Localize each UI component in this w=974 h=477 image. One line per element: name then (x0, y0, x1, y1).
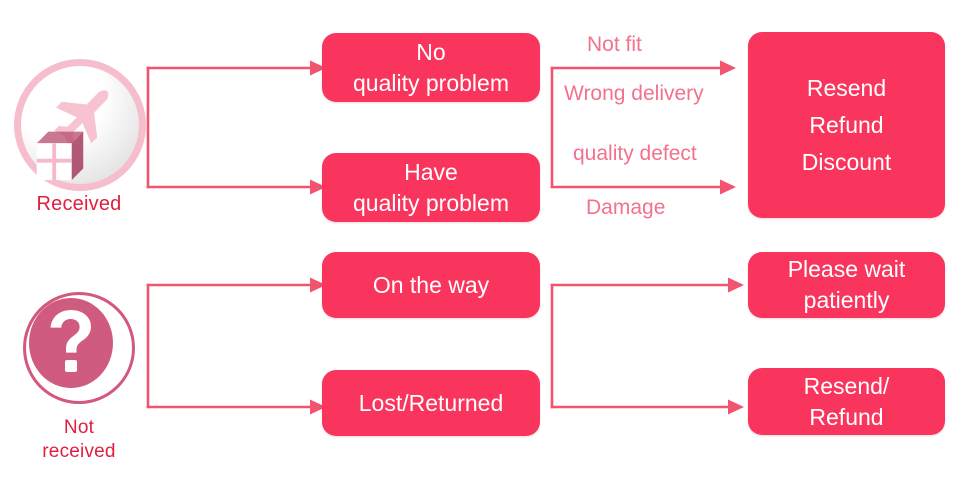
box-no-quality-problem[interactable]: No quality problem (322, 33, 540, 102)
box-resend-refund[interactable]: Resend/ Refund (748, 368, 945, 435)
outcome-line-discount: Discount (801, 148, 892, 175)
question-outer-ring (23, 292, 135, 404)
connector-reasons-to-outcome (544, 55, 740, 205)
question-mark-icon (15, 286, 143, 414)
airplane-icon (54, 90, 109, 146)
outcome-line-refund: Refund (809, 111, 884, 138)
outcome-line-resend: Resend (806, 74, 887, 101)
box-have-quality-problem[interactable]: Have quality problem (322, 153, 540, 222)
box-please-wait-patiently[interactable]: Please wait patiently (748, 252, 945, 318)
mid-label-quality-defect: quality defect (573, 142, 697, 165)
mid-label-wrong-delivery: Wrong delivery (564, 82, 704, 105)
question-mark-glyph (50, 310, 91, 372)
airplane-parcel-icon (15, 62, 143, 190)
status-label-not-received-line1: Not (63, 417, 95, 438)
mid-label-damage: Damage (586, 196, 666, 219)
mid-label-not-fit: Not fit (587, 33, 642, 56)
connector-not-received-branch (140, 272, 330, 424)
status-node-received[interactable]: Received (4, 62, 154, 215)
status-node-not-received[interactable]: Not received (4, 286, 154, 462)
parcel-box-icon (36, 131, 84, 181)
box-lost-returned[interactable]: Lost/Returned (322, 370, 540, 436)
connector-received-branch (140, 55, 330, 205)
status-label-received: Received (36, 193, 122, 215)
connector-delivery-to-outcome (544, 272, 748, 424)
box-resend-refund-discount[interactable]: Resend Refund Discount (748, 32, 945, 218)
status-label-not-received-line2: received (42, 441, 116, 462)
box-on-the-way[interactable]: On the way (322, 252, 540, 318)
